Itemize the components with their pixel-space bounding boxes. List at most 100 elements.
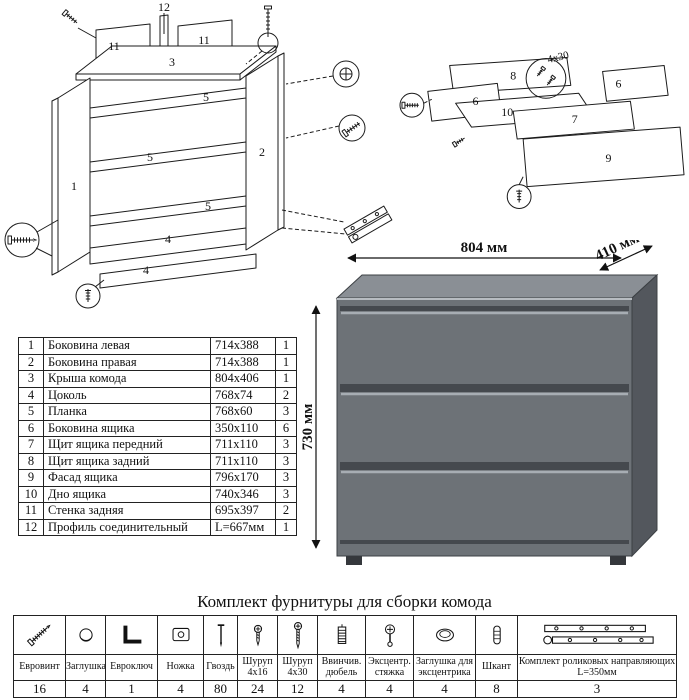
part-label-11: 11 bbox=[198, 33, 210, 47]
magnifier-circle bbox=[75, 283, 101, 309]
part-label-7: 7 bbox=[572, 112, 578, 126]
hardware-qty: 80 bbox=[203, 680, 238, 698]
drawer-exploded-diagram: 8 4x30 6 6 10 7 9 bbox=[399, 49, 685, 210]
hardware-qty: 1 bbox=[105, 680, 158, 698]
screw-detail-icon bbox=[451, 137, 465, 148]
screw-4x16-icon bbox=[253, 624, 262, 647]
part-size: 768x60 bbox=[210, 403, 276, 421]
hardware-qty: 3 bbox=[517, 680, 677, 698]
magnifier-circle bbox=[4, 222, 40, 258]
part-label-5: 5 bbox=[147, 150, 153, 164]
drawer-slide-icon bbox=[343, 205, 393, 244]
screw-detail-icon bbox=[341, 121, 361, 138]
width-dimension-label: 804 мм bbox=[461, 240, 508, 256]
part-size: 350x110 bbox=[210, 419, 276, 437]
part-number: 5 bbox=[18, 403, 44, 421]
part-label-8: 8 bbox=[510, 68, 516, 82]
height-dimension-label: 730 мм bbox=[300, 404, 316, 451]
drawer-front-panel bbox=[512, 100, 635, 140]
magnifier-circle bbox=[257, 32, 279, 54]
dresser-front-face bbox=[336, 297, 633, 557]
rail-2 bbox=[89, 141, 247, 173]
part-qty: 3 bbox=[275, 452, 297, 470]
part-name: Цоколь bbox=[43, 386, 211, 404]
side-panel-left bbox=[57, 77, 91, 273]
depth-dimension-arrow bbox=[599, 245, 653, 271]
part-name: Стенка задняя bbox=[43, 502, 211, 520]
hardware-qty: 12 bbox=[277, 680, 318, 698]
furniture-foot-icon bbox=[172, 627, 189, 642]
hardware-name: Комплект роликовых направляющих L=350мм bbox=[517, 654, 677, 681]
dresser-foot bbox=[610, 556, 626, 565]
drawer-fronts bbox=[340, 306, 629, 544]
screw-detail-icon bbox=[61, 9, 78, 24]
screw-size-label: 4x30 bbox=[546, 49, 571, 66]
hardware-name: Шуруп 4x30 bbox=[277, 654, 318, 681]
part-label-5: 5 bbox=[203, 90, 209, 104]
hardware-name: Евроключ bbox=[105, 654, 158, 681]
part-qty: 3 bbox=[275, 436, 297, 454]
hardware-qty-row: 16 4 1 4 80 24 12 4 4 4 8 3 bbox=[13, 680, 677, 698]
frame-exploded-diagram: 1 2 3 4 4 5 5 5 11 11 12 bbox=[4, 0, 393, 309]
dresser-top-face bbox=[335, 274, 659, 299]
plinth-back bbox=[89, 227, 247, 265]
hardware-name: Эксцентр. стяжка bbox=[365, 654, 414, 681]
screw-detail-icon bbox=[516, 189, 523, 203]
part-number: 11 bbox=[18, 502, 44, 520]
part-name: Боковина ящика bbox=[43, 419, 211, 437]
part-number: 3 bbox=[18, 370, 44, 388]
confirmat-screw-icon bbox=[26, 624, 51, 647]
screw-4x30-icon bbox=[536, 65, 547, 77]
hardware-qty: 8 bbox=[475, 680, 518, 698]
part-label-11: 11 bbox=[108, 39, 120, 53]
part-qty: 6 bbox=[275, 419, 297, 437]
part-size: 740x346 bbox=[210, 485, 276, 503]
part-qty: 3 bbox=[275, 403, 297, 421]
cam-cap-icon bbox=[435, 628, 454, 642]
hardware-qty: 4 bbox=[157, 680, 204, 698]
part-name: Планка bbox=[43, 403, 211, 421]
part-label-3: 3 bbox=[169, 55, 175, 69]
part-size: 711x110 bbox=[210, 436, 276, 454]
part-label-10: 10 bbox=[501, 105, 513, 119]
hardware-qty: 4 bbox=[317, 680, 366, 698]
hardware-name: Евровинт bbox=[13, 654, 66, 681]
part-size: 796x170 bbox=[210, 469, 276, 487]
hardware-icons-row bbox=[13, 615, 677, 655]
dowel-pin-icon bbox=[492, 625, 501, 645]
magnifier-circle bbox=[338, 114, 366, 142]
hardware-labels-row: Евровинт Заглушка Евроключ Ножка Гвоздь … bbox=[13, 654, 677, 681]
part-name: Боковина левая bbox=[43, 337, 211, 355]
rail-1 bbox=[89, 87, 247, 119]
part-number: 9 bbox=[18, 469, 44, 487]
part-qty: 3 bbox=[275, 469, 297, 487]
part-label-1: 1 bbox=[71, 179, 77, 193]
depth-dimension-label: 410 мм bbox=[593, 240, 642, 264]
drawer-back-panel bbox=[449, 57, 572, 94]
part-size: 804x406 bbox=[210, 370, 276, 388]
part-name: Профиль соединительный bbox=[43, 518, 211, 536]
part-size: 768x74 bbox=[210, 386, 276, 404]
part-size: L=667мм bbox=[210, 518, 276, 536]
part-name: Дно ящика bbox=[43, 485, 211, 503]
screw-detail-icon bbox=[401, 101, 419, 109]
part-name: Фасад ящика bbox=[43, 469, 211, 487]
nail-icon bbox=[217, 624, 224, 648]
hardware-name: Заглушка bbox=[65, 654, 106, 681]
confirmat-screw-detail-icon bbox=[7, 235, 38, 245]
dowel-detail-icon bbox=[85, 289, 91, 302]
part-name: Щит ящика передний bbox=[43, 436, 211, 454]
hardware-qty: 16 bbox=[13, 680, 66, 698]
part-qty: 2 bbox=[275, 386, 297, 404]
part-number: 10 bbox=[18, 485, 44, 503]
magnifier-circle bbox=[399, 92, 425, 118]
